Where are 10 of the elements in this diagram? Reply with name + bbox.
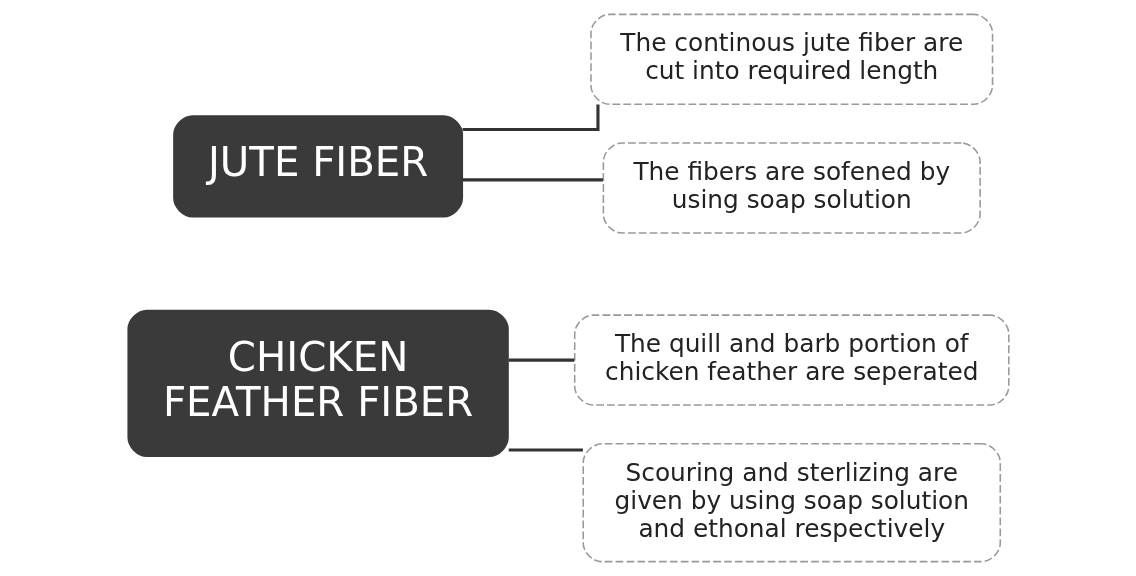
node-box: Scouring and sterlizing are given by using soap solution and ethonal respectively [581, 443, 1001, 563]
connector [508, 358, 574, 362]
connector [508, 448, 583, 452]
node-box: The fibers are sofened by using soap solution [602, 142, 981, 234]
node-box: The quill and barb portion of chicken feather are seperated [573, 314, 1010, 406]
node-box: JUTE FIBER [172, 115, 463, 218]
connector [462, 104, 599, 132]
node-box: CHICKEN FEATHER FIBER [126, 309, 509, 457]
node-box: The continous jute fiber are cut into required length [589, 13, 993, 106]
connector [462, 178, 603, 182]
